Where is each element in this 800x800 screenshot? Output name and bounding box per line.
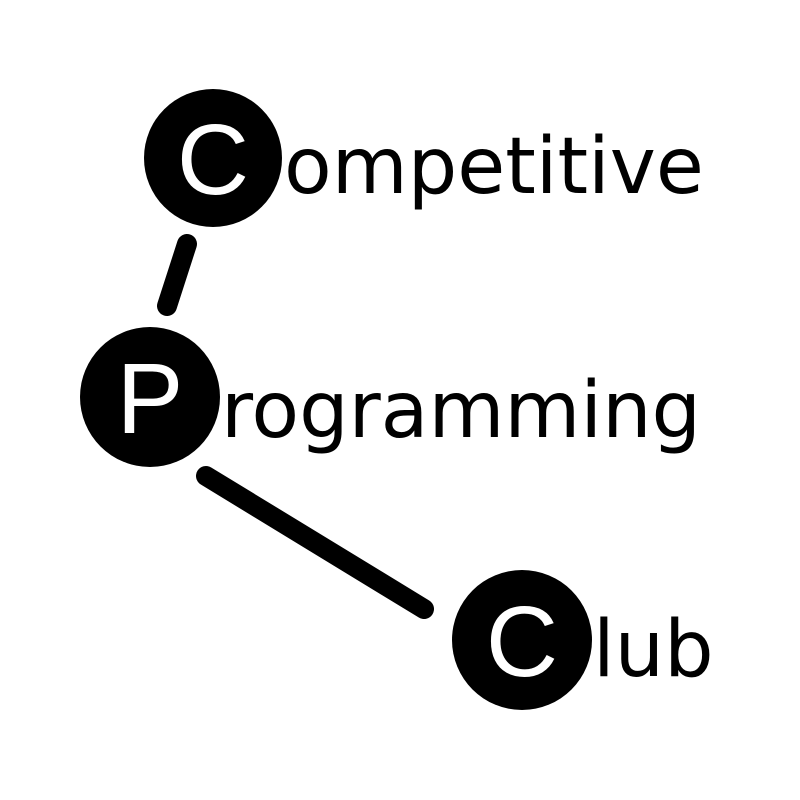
word-rest: lub — [593, 605, 714, 695]
node-circle — [452, 570, 592, 710]
node-initial: C — [177, 104, 249, 216]
node-circle — [80, 327, 220, 467]
node-programming: P rogramming — [80, 327, 701, 467]
connector-line-c-p — [157, 234, 197, 316]
word-rest: ompetitive — [284, 122, 704, 212]
node-initial: P — [117, 343, 184, 455]
connector-line-p-c — [196, 466, 434, 619]
node-competitive: C ompetitive — [144, 89, 704, 227]
node-initial: C — [486, 586, 558, 698]
node-circle — [144, 89, 282, 227]
word-rest: rogramming — [221, 366, 701, 456]
node-club: C lub — [452, 570, 714, 710]
